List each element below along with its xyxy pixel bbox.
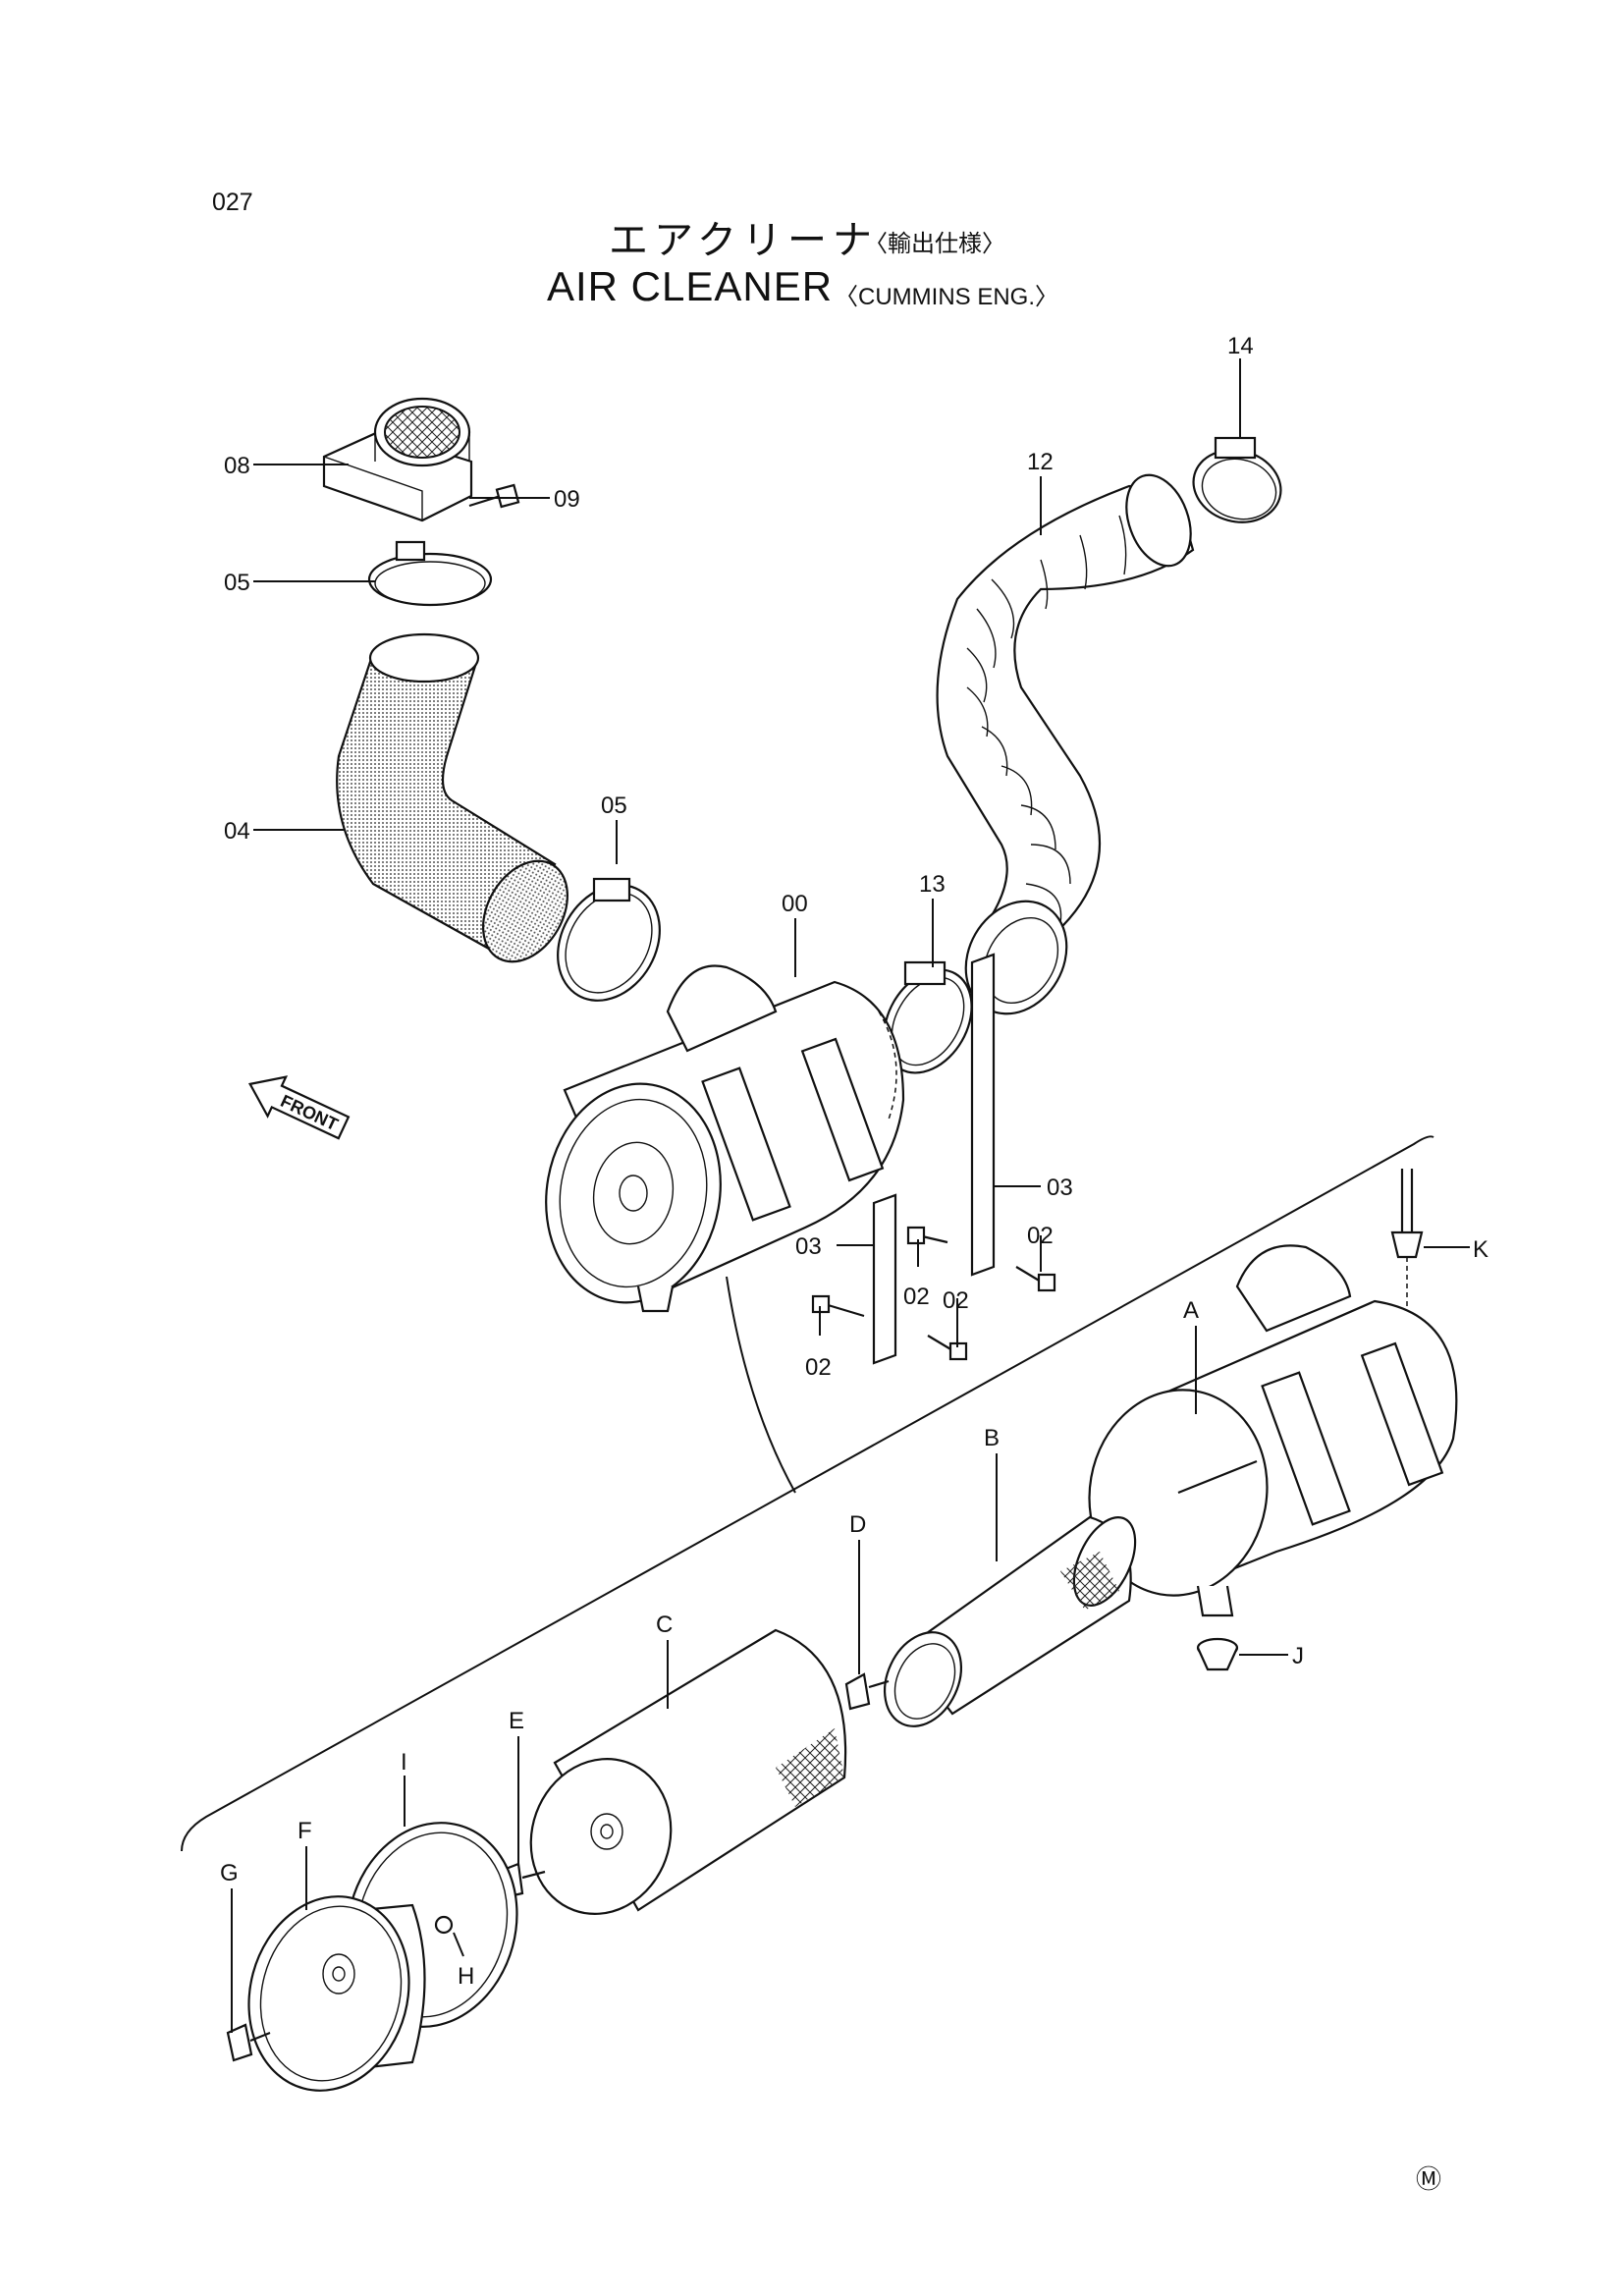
label-i: I xyxy=(401,1749,407,1776)
label-09: 09 xyxy=(554,486,580,513)
label-03-lower: 03 xyxy=(795,1233,822,1260)
wing-nut-g xyxy=(226,2023,271,2062)
label-05-lower: 05 xyxy=(601,793,627,819)
leader-lines xyxy=(231,358,1470,2033)
elbow-hose xyxy=(336,632,568,963)
wing-nut-d xyxy=(844,1672,890,1711)
inner-filter-element-b xyxy=(884,1515,1137,1727)
label-h: H xyxy=(458,1963,474,1990)
label-03-upper: 03 xyxy=(1047,1175,1073,1201)
label-02-left: 02 xyxy=(805,1354,832,1381)
detail-bracket-line xyxy=(181,1135,1434,1852)
hose-clamp-14 xyxy=(1192,436,1282,523)
label-00: 00 xyxy=(782,891,808,917)
outer-filter-element-c xyxy=(529,1628,847,1915)
mounting-bracket-upper xyxy=(970,953,996,1277)
label-c: C xyxy=(656,1612,673,1638)
cup-j xyxy=(1196,1637,1239,1671)
label-f: F xyxy=(298,1818,312,1844)
label-b: B xyxy=(984,1425,1000,1451)
mounting-bracket-lower xyxy=(872,1193,897,1365)
label-05-upper: 05 xyxy=(224,570,250,596)
title-japanese-note: 〈輸出仕様〉 xyxy=(864,230,1005,257)
label-g: G xyxy=(220,1860,239,1886)
flexible-hose xyxy=(936,473,1195,1015)
label-12: 12 xyxy=(1027,449,1054,475)
page-number: 027 xyxy=(212,189,253,216)
title-english-note: 〈CUMMINS ENG.〉 xyxy=(835,284,1058,310)
label-k: K xyxy=(1473,1236,1488,1263)
label-04: 04 xyxy=(224,818,250,845)
corner-mark: Ⓜ xyxy=(1416,2165,1441,2195)
end-cover-f xyxy=(247,1895,426,2092)
title-japanese: エアクリーナ xyxy=(609,218,878,263)
label-02-right: 02 xyxy=(1027,1223,1054,1249)
label-e: E xyxy=(509,1708,524,1734)
detail-leader-curve xyxy=(726,1276,796,1494)
label-02-middle: 02 xyxy=(903,1284,930,1310)
title-english: AIR CLEANER xyxy=(547,263,834,309)
label-a: A xyxy=(1183,1297,1199,1324)
air-cleaner-assembly xyxy=(545,964,905,1313)
hose-clamp-upper xyxy=(367,540,493,607)
bolt-09 xyxy=(468,483,520,509)
evacuator-valve-k xyxy=(1390,1169,1424,1316)
hose-clamp-lower xyxy=(557,877,661,1002)
front-direction-marker: FRONT xyxy=(247,1075,351,1140)
intake-screen-bracket xyxy=(322,397,473,522)
label-d: D xyxy=(849,1511,866,1538)
bolts-02 xyxy=(811,1226,1056,1361)
clip-h xyxy=(434,1915,454,1935)
part-labels: 08 09 05 04 05 00 13 12 14 03 03 02 02 0… xyxy=(220,333,1488,1990)
label-02-center: 02 xyxy=(943,1287,969,1314)
label-j: J xyxy=(1292,1643,1304,1669)
label-14: 14 xyxy=(1227,333,1254,359)
label-13: 13 xyxy=(919,871,946,898)
hose-clamp-13 xyxy=(883,960,973,1074)
label-08: 08 xyxy=(224,453,250,479)
